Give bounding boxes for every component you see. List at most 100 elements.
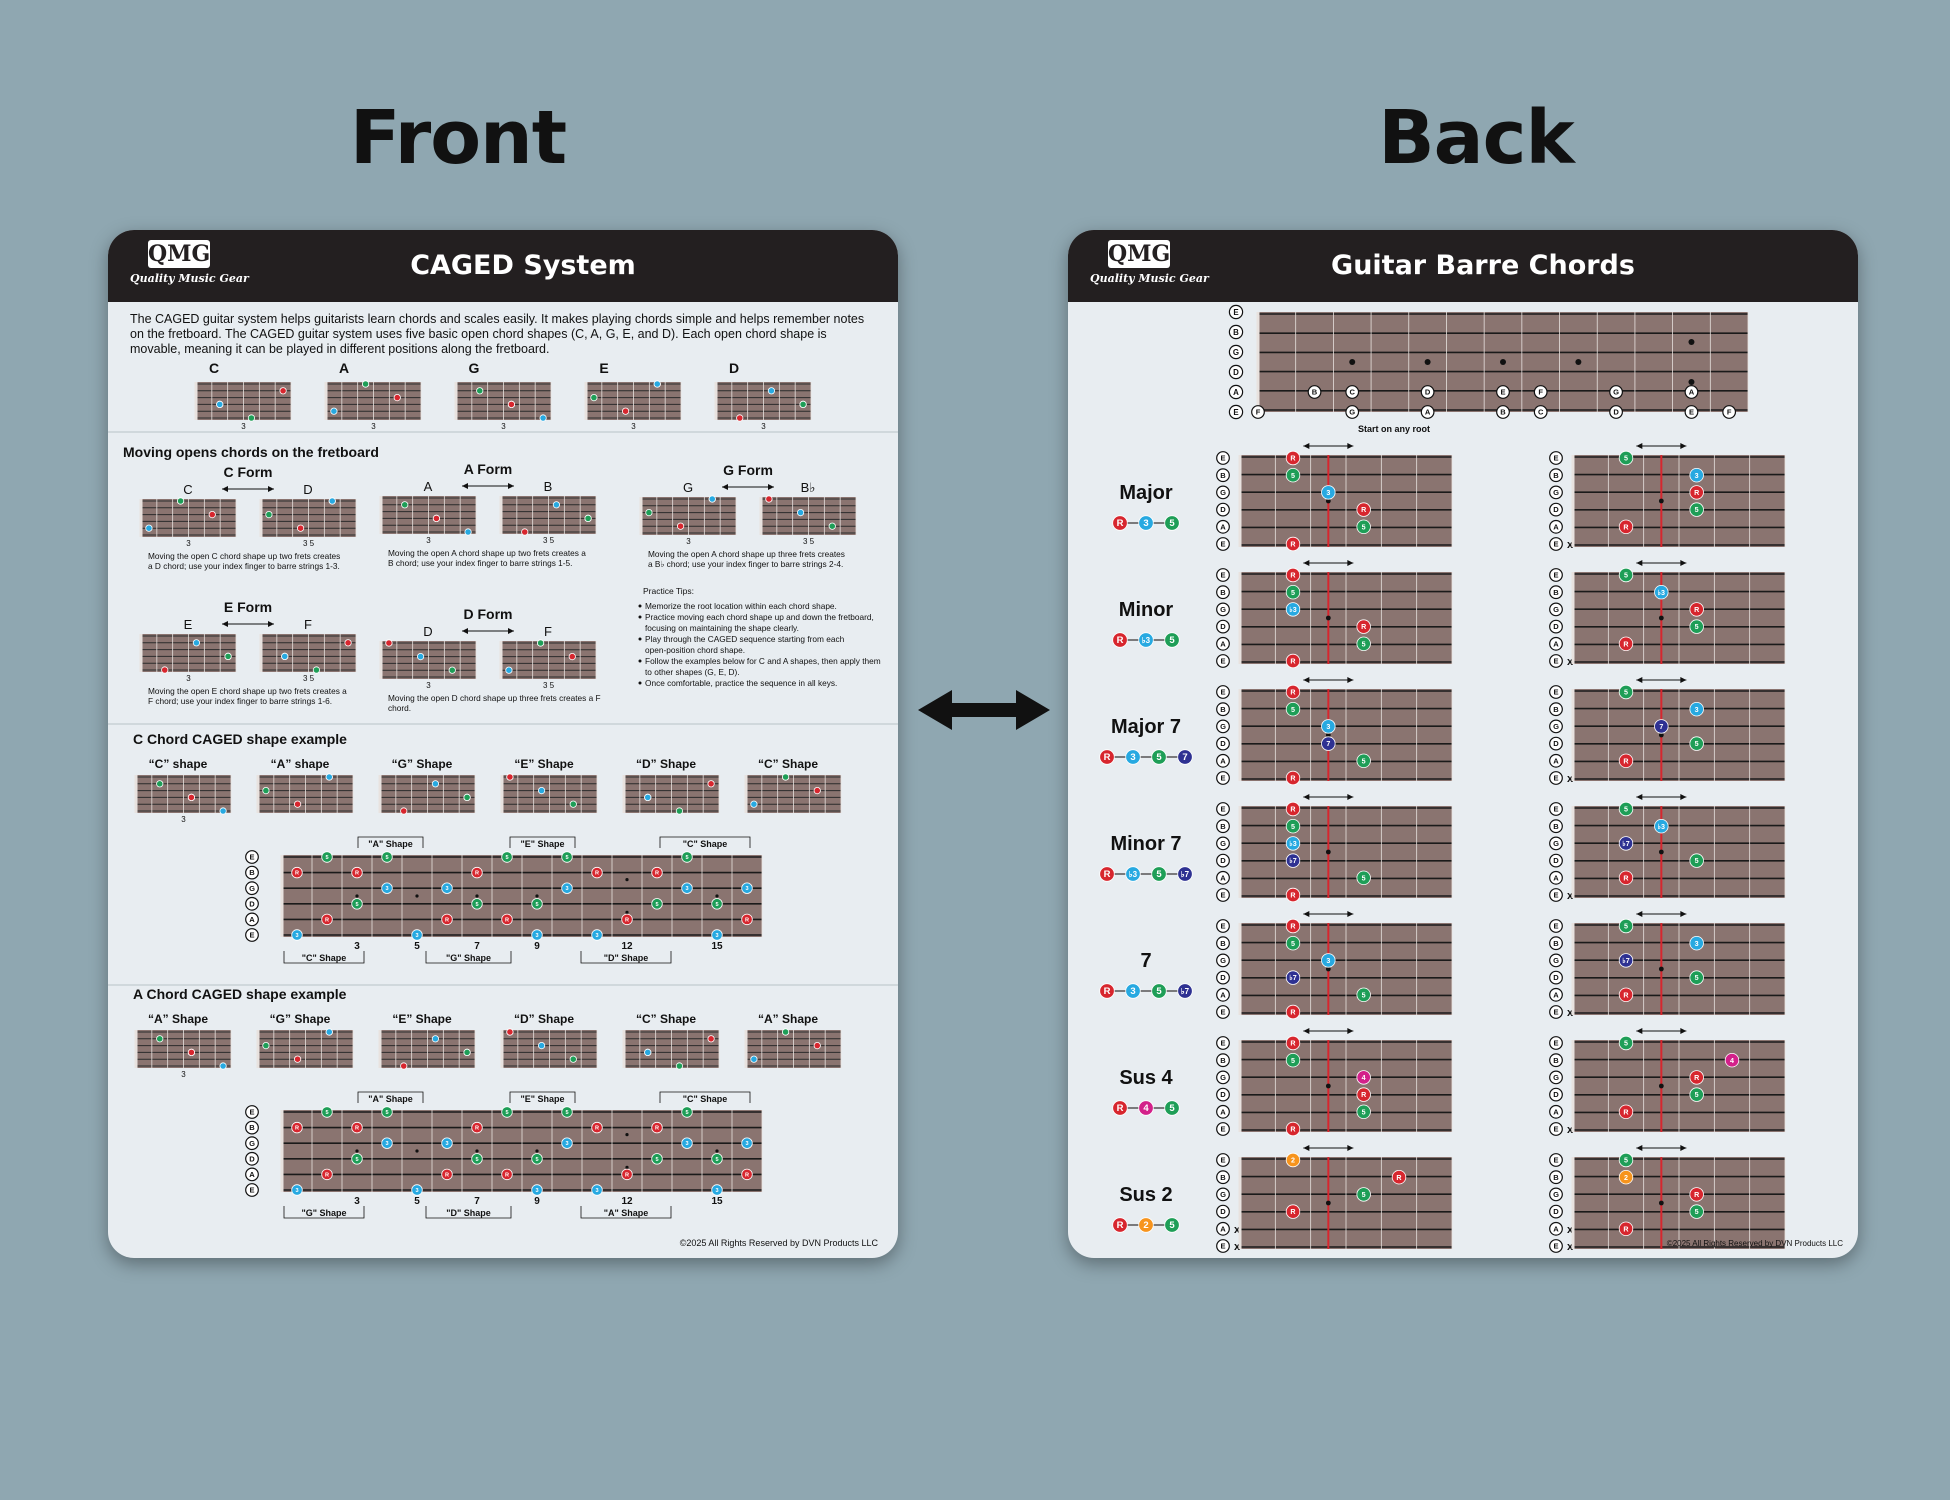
note-label: R bbox=[505, 917, 509, 923]
map-note bbox=[1345, 405, 1360, 419]
note-dot bbox=[219, 807, 227, 815]
note-dot bbox=[192, 639, 201, 647]
string-name bbox=[1216, 987, 1230, 1002]
string-name bbox=[1216, 485, 1230, 500]
neck-note bbox=[381, 882, 393, 894]
string-name bbox=[1216, 1036, 1230, 1050]
note-label: 5 bbox=[565, 1110, 568, 1116]
note-label: 7 bbox=[1659, 723, 1663, 731]
formula-degree bbox=[1151, 983, 1167, 999]
tip-text: Play through the CAGED sequence starting… bbox=[645, 634, 845, 644]
string-letter: B bbox=[1553, 939, 1559, 948]
note-label: 3 bbox=[535, 933, 538, 939]
note-label: ♭7 bbox=[1289, 974, 1296, 982]
note-label: R bbox=[625, 917, 629, 923]
note-label: 5 bbox=[505, 1110, 508, 1116]
neck-fret-number: 3 bbox=[354, 941, 360, 952]
string-name bbox=[1216, 519, 1230, 534]
map-string-name bbox=[1228, 344, 1244, 360]
note-label: 3 bbox=[685, 886, 688, 892]
tip-text: to other shapes (G, E, D). bbox=[645, 667, 740, 677]
form-to-chord: F bbox=[544, 624, 552, 639]
chord-name: Major 7 bbox=[1111, 716, 1181, 738]
note-dot bbox=[448, 666, 456, 674]
note-dot bbox=[590, 394, 598, 402]
string-name bbox=[1216, 1204, 1230, 1219]
form-text-line1: Moving the open D chord shape up three f… bbox=[388, 693, 601, 703]
note-label: ♭7 bbox=[1289, 857, 1296, 865]
string-letter: D bbox=[1553, 973, 1559, 982]
note-dot bbox=[325, 773, 333, 781]
map-note bbox=[1533, 405, 1548, 419]
chord-name: Minor 7 bbox=[1110, 833, 1181, 855]
string-name bbox=[1549, 853, 1563, 868]
neck-note bbox=[321, 1168, 333, 1181]
string-letter: B bbox=[1220, 705, 1226, 714]
formula-degree bbox=[1177, 983, 1193, 999]
arrow-head-left bbox=[722, 484, 728, 490]
fret-number: 3 bbox=[761, 422, 766, 431]
arrow-head-right bbox=[1347, 1028, 1354, 1034]
note-label: R bbox=[1290, 658, 1295, 666]
fret-number: 3 bbox=[631, 422, 636, 431]
chord-name: Sus 2 bbox=[1119, 1184, 1172, 1206]
fret-marker bbox=[1325, 498, 1331, 504]
chord-tone bbox=[1356, 636, 1371, 652]
formula-degree bbox=[1138, 632, 1154, 648]
fret-marker bbox=[1325, 1083, 1331, 1089]
example-title: A Chord CAGED shape example bbox=[133, 986, 347, 1002]
note-label: 4 bbox=[1362, 1074, 1366, 1082]
neck-note bbox=[291, 929, 303, 941]
string-letter: G bbox=[1349, 408, 1355, 417]
string-letter: D bbox=[1553, 1090, 1559, 1099]
fret-number: 3 5 bbox=[543, 536, 555, 545]
string-letter: E bbox=[1220, 1242, 1225, 1251]
form-from-chord: C bbox=[183, 482, 192, 497]
note-label: R bbox=[655, 1126, 659, 1132]
string-letter: A bbox=[249, 1170, 255, 1179]
mini-fretboard bbox=[194, 382, 292, 420]
chord-tone bbox=[1285, 567, 1301, 583]
string-letter: A bbox=[1220, 756, 1226, 765]
string-name bbox=[1549, 685, 1563, 699]
fret-marker bbox=[1325, 732, 1331, 738]
open-chord-diagram: 3 bbox=[194, 382, 292, 431]
mini-fretboard bbox=[744, 1030, 842, 1068]
formula-degree bbox=[1164, 515, 1180, 531]
note-label: 3 bbox=[415, 1188, 418, 1194]
form-text-line2: chord. bbox=[388, 703, 411, 713]
form-text-line2: a D chord; use your index finger to barr… bbox=[148, 561, 340, 571]
note-label: R bbox=[1396, 1174, 1401, 1182]
note-label: 3 bbox=[385, 1141, 388, 1147]
top-bracket bbox=[509, 836, 576, 848]
chord-tone bbox=[1285, 467, 1301, 483]
note-label: 5 bbox=[565, 855, 568, 861]
note-label: R bbox=[1623, 1225, 1628, 1233]
note-dot bbox=[400, 1062, 408, 1070]
string-name bbox=[1216, 1005, 1230, 1019]
form-to-chord: B♭ bbox=[801, 480, 816, 495]
note-label: 5 bbox=[1291, 589, 1295, 597]
string-letter: E bbox=[1553, 657, 1558, 666]
string-name bbox=[1549, 1221, 1563, 1236]
chord-tone bbox=[1618, 519, 1634, 535]
fret-marker bbox=[1325, 615, 1331, 621]
string-letter: E bbox=[1553, 540, 1558, 549]
string-letter: E bbox=[1220, 1156, 1225, 1165]
note-label: R bbox=[1104, 869, 1111, 880]
mini-fretboard bbox=[500, 1030, 598, 1068]
fret-marker bbox=[535, 1149, 539, 1153]
chord-tone bbox=[1618, 801, 1634, 817]
note-dot bbox=[293, 1055, 302, 1063]
chord-tone bbox=[1689, 502, 1704, 517]
form-text-line1: Moving the open E chord shape up two fre… bbox=[148, 686, 347, 696]
front-copyright: ©2025 All Rights Reserved by DVN Product… bbox=[680, 1238, 879, 1248]
form-moved-diagram: 3 5 bbox=[499, 639, 597, 690]
top-bracket-label: "E" Shape bbox=[520, 1094, 564, 1104]
note-label: 5 bbox=[1169, 1220, 1175, 1231]
note-label: ♭3 bbox=[1658, 589, 1665, 597]
note-dot bbox=[296, 524, 305, 532]
note-label: 4 bbox=[1143, 1103, 1149, 1114]
note-label: R bbox=[1361, 506, 1366, 514]
